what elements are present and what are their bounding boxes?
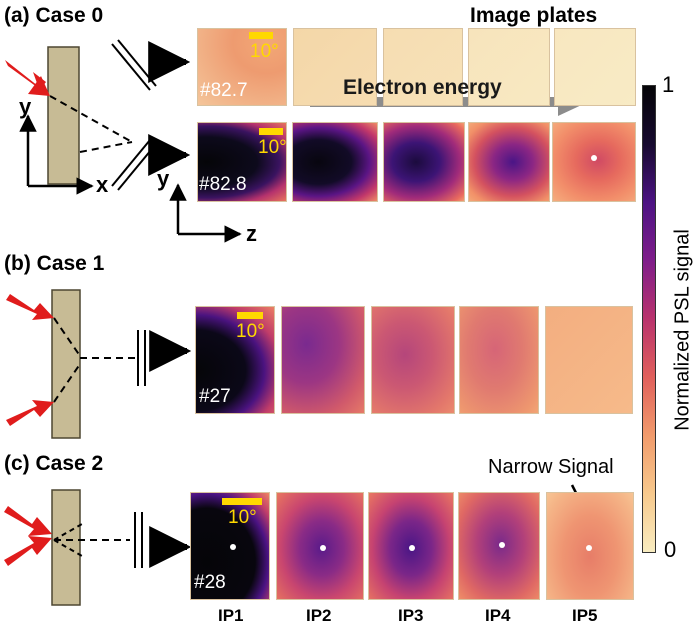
- laser-arrow-bottom-case-1: [6, 400, 54, 426]
- panel-label-c: (c) Case 2: [4, 452, 104, 475]
- plate-82-8-ip1: [197, 122, 287, 202]
- axis-label-y-right: y: [157, 166, 170, 191]
- panel-label-a: (a) Case 0: [4, 4, 104, 27]
- plate-82-8-ip3: [383, 122, 465, 202]
- angle-scale-label-row1: 10°: [250, 41, 279, 62]
- angle-scale-label-row3: 10°: [236, 321, 265, 342]
- panel-label-b: (b) Case 1: [4, 252, 105, 275]
- axis-label-z: z: [246, 221, 257, 246]
- shot-label-27: #27: [199, 386, 231, 407]
- colorbar: [642, 85, 656, 553]
- target-case-0: [47, 46, 80, 185]
- plate-28-ip5: [546, 492, 634, 600]
- colorbar-max-label: 1: [662, 72, 675, 97]
- plate-27-ip4: [459, 306, 539, 414]
- angle-scale-bar-row3: [237, 312, 263, 319]
- plate-82-7-ip3: [383, 28, 463, 106]
- target-case-1: [51, 289, 81, 439]
- narrow-signal-label: Narrow Signal: [488, 456, 614, 478]
- plate-82-7-ip1: [197, 28, 287, 106]
- plate-27-ip5: [545, 306, 633, 414]
- ip-stack-lower-a: [111, 139, 151, 187]
- shot-label-28: #28: [194, 572, 226, 593]
- ip-label-4: IP4: [485, 606, 511, 625]
- angle-scale-label-row4: 10°: [228, 507, 257, 528]
- shot-label-82-8: #82.8: [199, 174, 247, 195]
- colorbar-min-label: 0: [664, 537, 677, 562]
- laser-arrow-bottom-case-2: [4, 536, 52, 566]
- plate-27-ip2: [281, 306, 365, 414]
- shot-label-82-7: #82.7: [200, 80, 248, 101]
- axis-label-x: x: [96, 172, 109, 197]
- target-case-2: [51, 489, 81, 606]
- plate-28-ip5-hotspot: [586, 545, 592, 551]
- plate-82-7-ip4: [468, 28, 550, 106]
- ip-stack-lower-b: [117, 143, 157, 191]
- ip-label-3: IP3: [398, 606, 424, 625]
- plate-28-ip1-hotspot: [230, 544, 236, 550]
- laser-arrow-top-case-2: [4, 506, 52, 536]
- laser-arrow-case-0: [5, 60, 46, 95]
- laser-arrow-head-case-0: [28, 76, 50, 96]
- laser-arrow-top-case-1: [6, 294, 54, 320]
- ip-label-2: IP2: [306, 606, 332, 625]
- plate-27-ip1: [195, 306, 275, 414]
- plate-28-ip4-hotspot: [499, 542, 505, 548]
- plate-28-ip2-hotspot: [320, 545, 326, 551]
- plate-82-8-ip2: [292, 122, 378, 202]
- plate-82-8-ip5: [552, 122, 636, 202]
- plate-27-ip3: [371, 306, 455, 414]
- colorbar-title: Normalized PSL signal: [671, 229, 694, 431]
- angle-scale-bar-row4: [222, 498, 262, 505]
- plate-82-8-ip4: [468, 122, 550, 202]
- ip-label-1: IP1: [218, 606, 244, 625]
- plate-82-8-ip5-hotspot: [591, 155, 597, 161]
- beam-path-2-case-0: [79, 141, 133, 153]
- beam-top-case-1: [53, 317, 81, 357]
- beam-path-1-case-0: [49, 95, 133, 143]
- ip-label-5: IP5: [572, 606, 598, 625]
- angle-scale-bar-row2: [259, 128, 283, 135]
- axis-label-y-left: y: [19, 94, 32, 119]
- plate-82-7-ip5: [554, 28, 636, 106]
- angle-scale-bar-row1: [249, 32, 273, 39]
- electron-energy-label: Electron energy: [343, 76, 502, 99]
- plate-28-ip3-hotspot: [409, 545, 415, 551]
- plate-82-7-ip2: [293, 28, 377, 106]
- beam-bottom-case-1: [53, 363, 81, 403]
- angle-scale-label-row2: 10°: [258, 137, 287, 158]
- ip-stack-upper-a: [111, 43, 151, 91]
- ip-stack-upper-b: [117, 39, 157, 87]
- image-plates-title: Image plates: [470, 4, 598, 27]
